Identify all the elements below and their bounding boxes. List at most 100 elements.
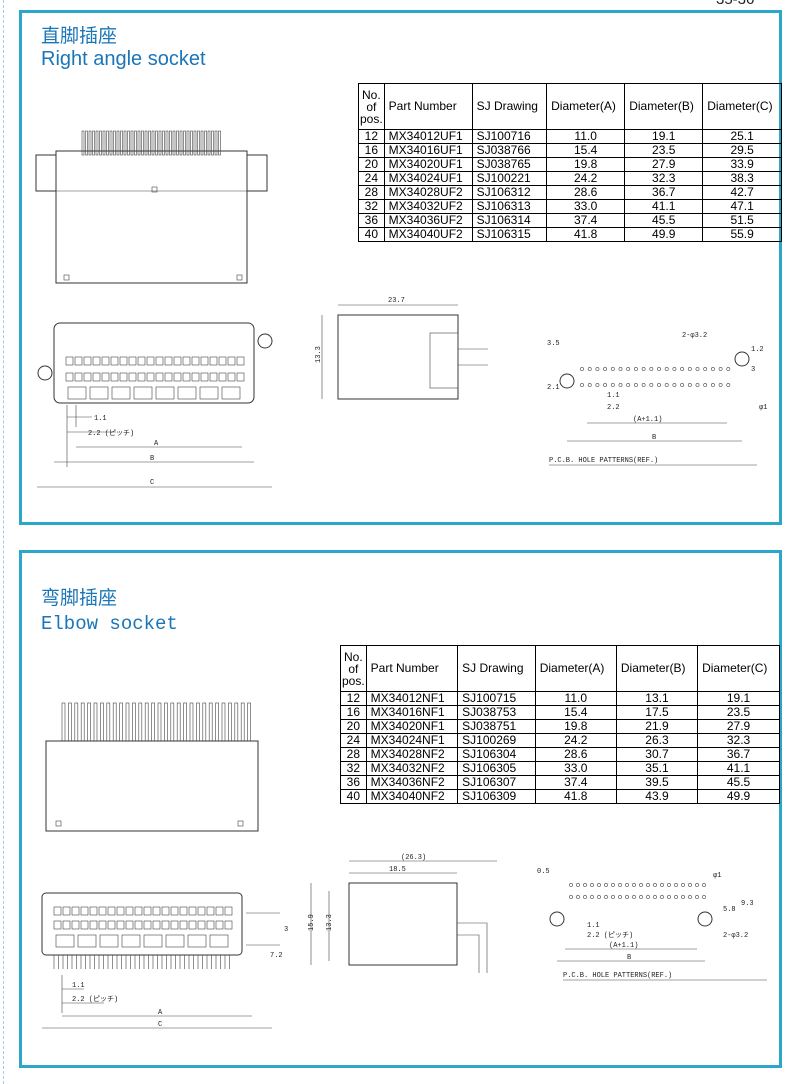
pin [151,702,155,742]
hole [569,895,573,899]
cavity [179,920,188,930]
cavity [137,356,146,366]
hole [688,883,692,887]
cavity [188,906,197,916]
hole [695,895,699,899]
dim-5-8: 5.8 [723,906,736,914]
hole [618,383,623,387]
cell-diameter-b: 36.7 [624,185,704,200]
cavity [119,372,128,382]
elbow-socket-panel: 弯脚插座 Elbow socket No. of pos. Part Numbe… [19,550,782,1068]
cavity [65,356,74,366]
dim-width: 23.7 [388,297,405,305]
pin [80,702,85,742]
cavity [89,386,109,400]
cavity [83,372,92,382]
hole [626,383,631,387]
cell-diameter-a: 37.4 [546,213,626,228]
cell-diameter-c: 49.9 [697,789,780,804]
hole [576,895,580,899]
dim-3: 3 [284,926,288,934]
cell-sj-drawing: SJ106304 [457,747,536,762]
cavity [152,906,161,916]
dim-c: C [150,479,154,487]
col-header-diameter-c: Diameter(C) [702,83,782,130]
table-header-row: No. of pos. Part Number SJ Drawing Diame… [358,83,782,130]
cavity [179,906,188,916]
dim-7-2: 7.2 [270,952,283,960]
cell-pos: 40 [358,227,385,242]
hole [625,883,629,887]
pcb-pattern-drawing: 0.5 φ1 5.8 9.3 1.1 2.2 (ピッチ) (A+1.1) B 2… [537,868,767,981]
cell-part-number: MX34036UF2 [383,213,473,228]
cavity [143,920,152,930]
pin [228,702,232,742]
side-view-drawing [35,130,268,284]
pcb-caption: P.C.B. HOLE PATTERNS(REF.) [563,972,672,980]
hole [580,383,584,387]
cavity [209,934,229,948]
hole [695,367,700,371]
dim-pitch-2: 2.2 (ピッチ) [72,995,118,1004]
cell-diameter-a: 19.8 [534,719,617,734]
cavity [187,934,207,948]
dim-width: (26.3) [401,854,426,862]
pin [81,130,85,156]
col-header-diameter-c: Diameter(C) [697,645,780,692]
cavity [218,372,227,382]
cell-diameter-c: 19.1 [697,691,780,706]
dim-c: C [158,1021,162,1029]
cell-diameter-c: 55.9 [702,227,782,242]
cavity [121,934,141,948]
hole [703,383,708,387]
cell-sj-drawing: SJ100221 [471,171,548,186]
cell-diameter-a: 28.6 [546,185,626,200]
cavity [146,356,155,366]
col-header-diameter-b: Diameter(B) [624,83,704,130]
cell-sj-drawing: SJ038751 [457,719,536,734]
hole [667,895,671,899]
cavity [227,356,236,366]
cavity [98,920,107,930]
pin [204,130,207,156]
cavity [134,920,143,930]
hole [664,367,669,371]
pin [200,130,204,156]
hole [583,883,587,887]
pin [95,130,99,156]
col-header-diameter-a: Diameter(A) [546,83,626,130]
hole [632,895,636,899]
hole [597,895,601,899]
hole [583,895,587,899]
dim-hole-dia-2: 2-φ3.2 [723,932,748,940]
hole [626,367,631,371]
pin [157,702,162,742]
pin [183,702,187,742]
pin [247,702,251,742]
hole [569,883,573,887]
cavity [224,920,233,930]
cell-diameter-a: 19.8 [546,157,626,172]
hole [604,895,608,899]
pin [106,130,109,156]
hole [653,895,657,899]
hole [660,883,664,887]
cell-diameter-a: 33.0 [546,199,626,214]
pin [221,702,226,742]
dim-inner: 18.5 [389,866,406,874]
hole [681,895,685,899]
hole [646,883,650,887]
cell-sj-drawing: SJ106305 [457,761,536,776]
col-header-part-number: Part Number [365,645,459,692]
cavity [200,356,209,366]
pin [158,130,162,156]
cell-part-number: MX34024UF1 [383,171,473,186]
dim-a-plus: (A+1.1) [609,942,638,950]
pin [112,702,117,742]
hole [681,883,685,887]
